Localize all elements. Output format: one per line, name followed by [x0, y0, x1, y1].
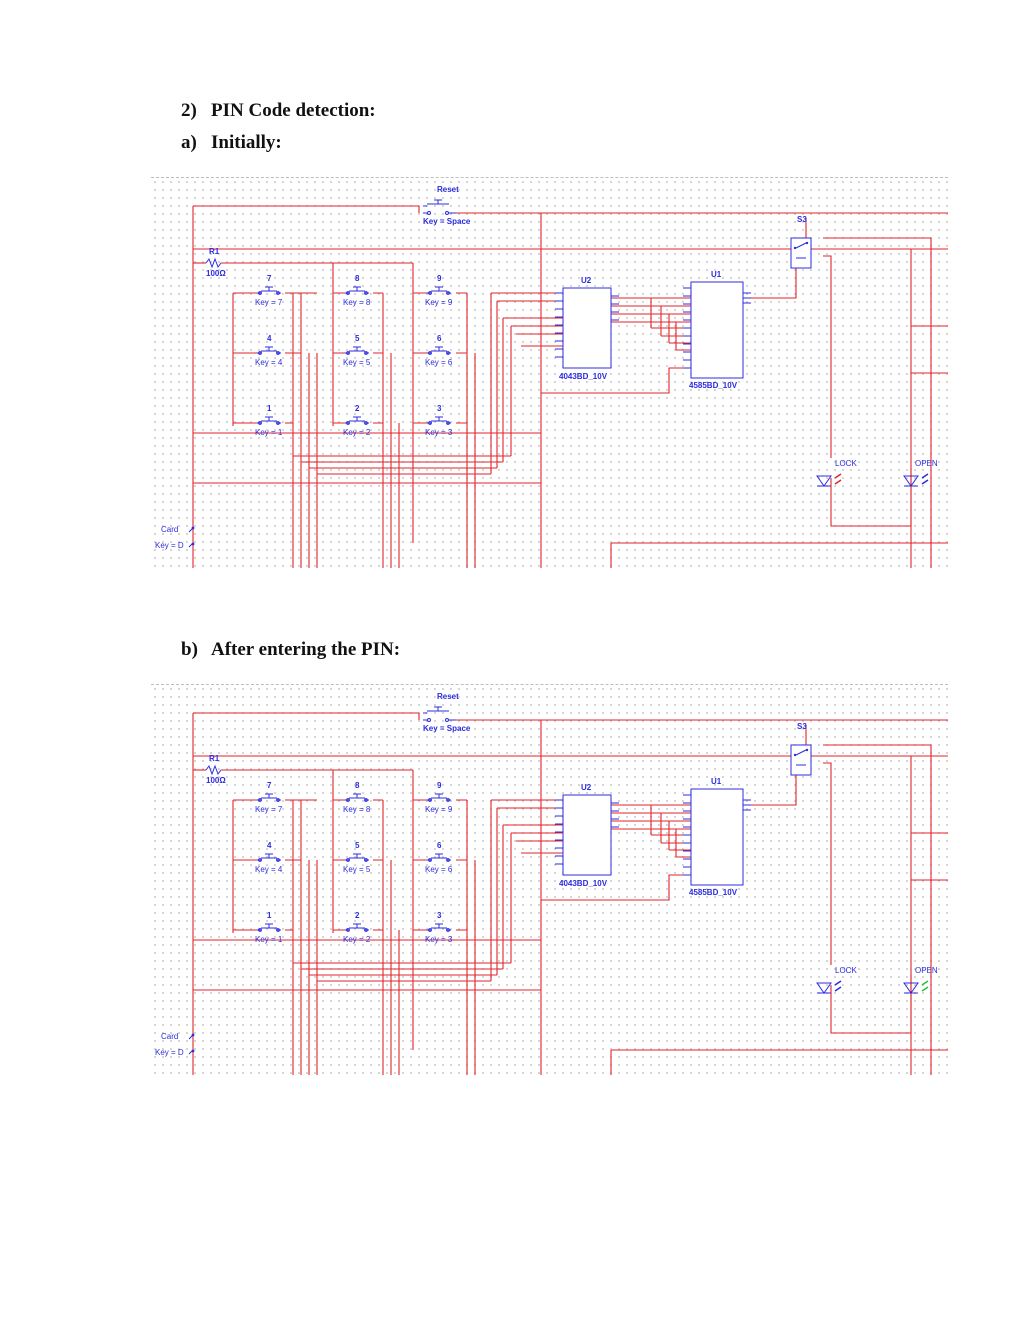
key-digit: 4 [267, 334, 272, 343]
u1-name: U1 [711, 270, 722, 279]
resistor-value: 100Ω [206, 776, 226, 785]
card-label: Card [161, 1032, 178, 1041]
key-label: Key = 4 [255, 358, 283, 367]
lock-led [816, 980, 842, 994]
key-digit: 6 [437, 334, 442, 343]
key-label: Key = 3 [425, 935, 453, 944]
lock-label: LOCK [835, 459, 857, 468]
key-digit: 2 [355, 404, 360, 413]
key-digit: 8 [355, 781, 360, 790]
open-label: OPEN [915, 966, 938, 975]
key-digit: 5 [355, 841, 360, 850]
open-led [903, 473, 929, 487]
key-digit: 7 [267, 781, 272, 790]
key-digit: 5 [355, 334, 360, 343]
key-label: Key = 1 [255, 428, 283, 437]
open-label: OPEN [915, 459, 938, 468]
key-digit: 3 [437, 404, 442, 413]
reset-label: Reset [437, 185, 459, 194]
part-b-title: After entering the PIN: [211, 639, 401, 660]
resistor-value: 100Ω [206, 269, 226, 278]
key-digit: 4 [267, 841, 272, 850]
u2-name: U2 [581, 783, 592, 792]
key-label: Key = 9 [425, 298, 453, 307]
key-digit: 9 [437, 781, 442, 790]
key-digit: 3 [437, 911, 442, 920]
resistor-label: R1 [209, 247, 220, 256]
key-label: Key = 2 [343, 935, 371, 944]
reset-key: Key = Space [423, 217, 471, 226]
card-key: Key = D [155, 541, 184, 550]
part-a-letter: a) [181, 132, 197, 153]
key-label: Key = 7 [255, 805, 283, 814]
reset-key: Key = Space [423, 724, 471, 733]
part-b-heading: b) After entering the PIN: [181, 639, 400, 661]
key-digit: 2 [355, 911, 360, 920]
key-label: Key = 5 [343, 358, 371, 367]
key-label: Key = 9 [425, 805, 453, 814]
key-digit: 1 [267, 911, 272, 920]
chip-pins [555, 794, 751, 876]
key-digit: 1 [267, 404, 272, 413]
card-label: Card [161, 525, 178, 534]
key-label: Key = 8 [343, 298, 371, 307]
chip-pins [555, 287, 751, 369]
resistor-label: R1 [209, 754, 220, 763]
key-digit: 6 [437, 841, 442, 850]
section-heading: 2) PIN Code detection: [181, 100, 376, 122]
switch-label: S3 [797, 722, 807, 731]
lock-led [816, 473, 842, 487]
card-key: Key = D [155, 1048, 184, 1057]
part-b-letter: b) [181, 639, 198, 660]
part-a-title: Initially: [211, 132, 282, 153]
key-label: Key = 7 [255, 298, 283, 307]
key-digit: 7 [267, 274, 272, 283]
open-led [903, 980, 929, 994]
u1-part: 4585BD_10V [689, 381, 738, 390]
switch-label: S3 [797, 215, 807, 224]
key-label: Key = 1 [255, 935, 283, 944]
key-label: Key = 8 [343, 805, 371, 814]
u1-name: U1 [711, 777, 722, 786]
section-number: 2) [181, 100, 197, 121]
section-title: PIN Code detection: [211, 100, 376, 121]
key-label: Key = 6 [425, 865, 453, 874]
lock-label: LOCK [835, 966, 857, 975]
u2-part: 4043BD_10V [559, 372, 608, 381]
key-label: Key = 3 [425, 428, 453, 437]
key-label: Key = 5 [343, 865, 371, 874]
reset-label: Reset [437, 692, 459, 701]
key-label: Key = 4 [255, 865, 283, 874]
key-label: Key = 6 [425, 358, 453, 367]
u1-part: 4585BD_10V [689, 888, 738, 897]
key-digit: 9 [437, 274, 442, 283]
key-label: Key = 2 [343, 428, 371, 437]
key-digit: 8 [355, 274, 360, 283]
part-a-heading: a) Initially: [181, 132, 282, 154]
u2-part: 4043BD_10V [559, 879, 608, 888]
u2-name: U2 [581, 276, 592, 285]
